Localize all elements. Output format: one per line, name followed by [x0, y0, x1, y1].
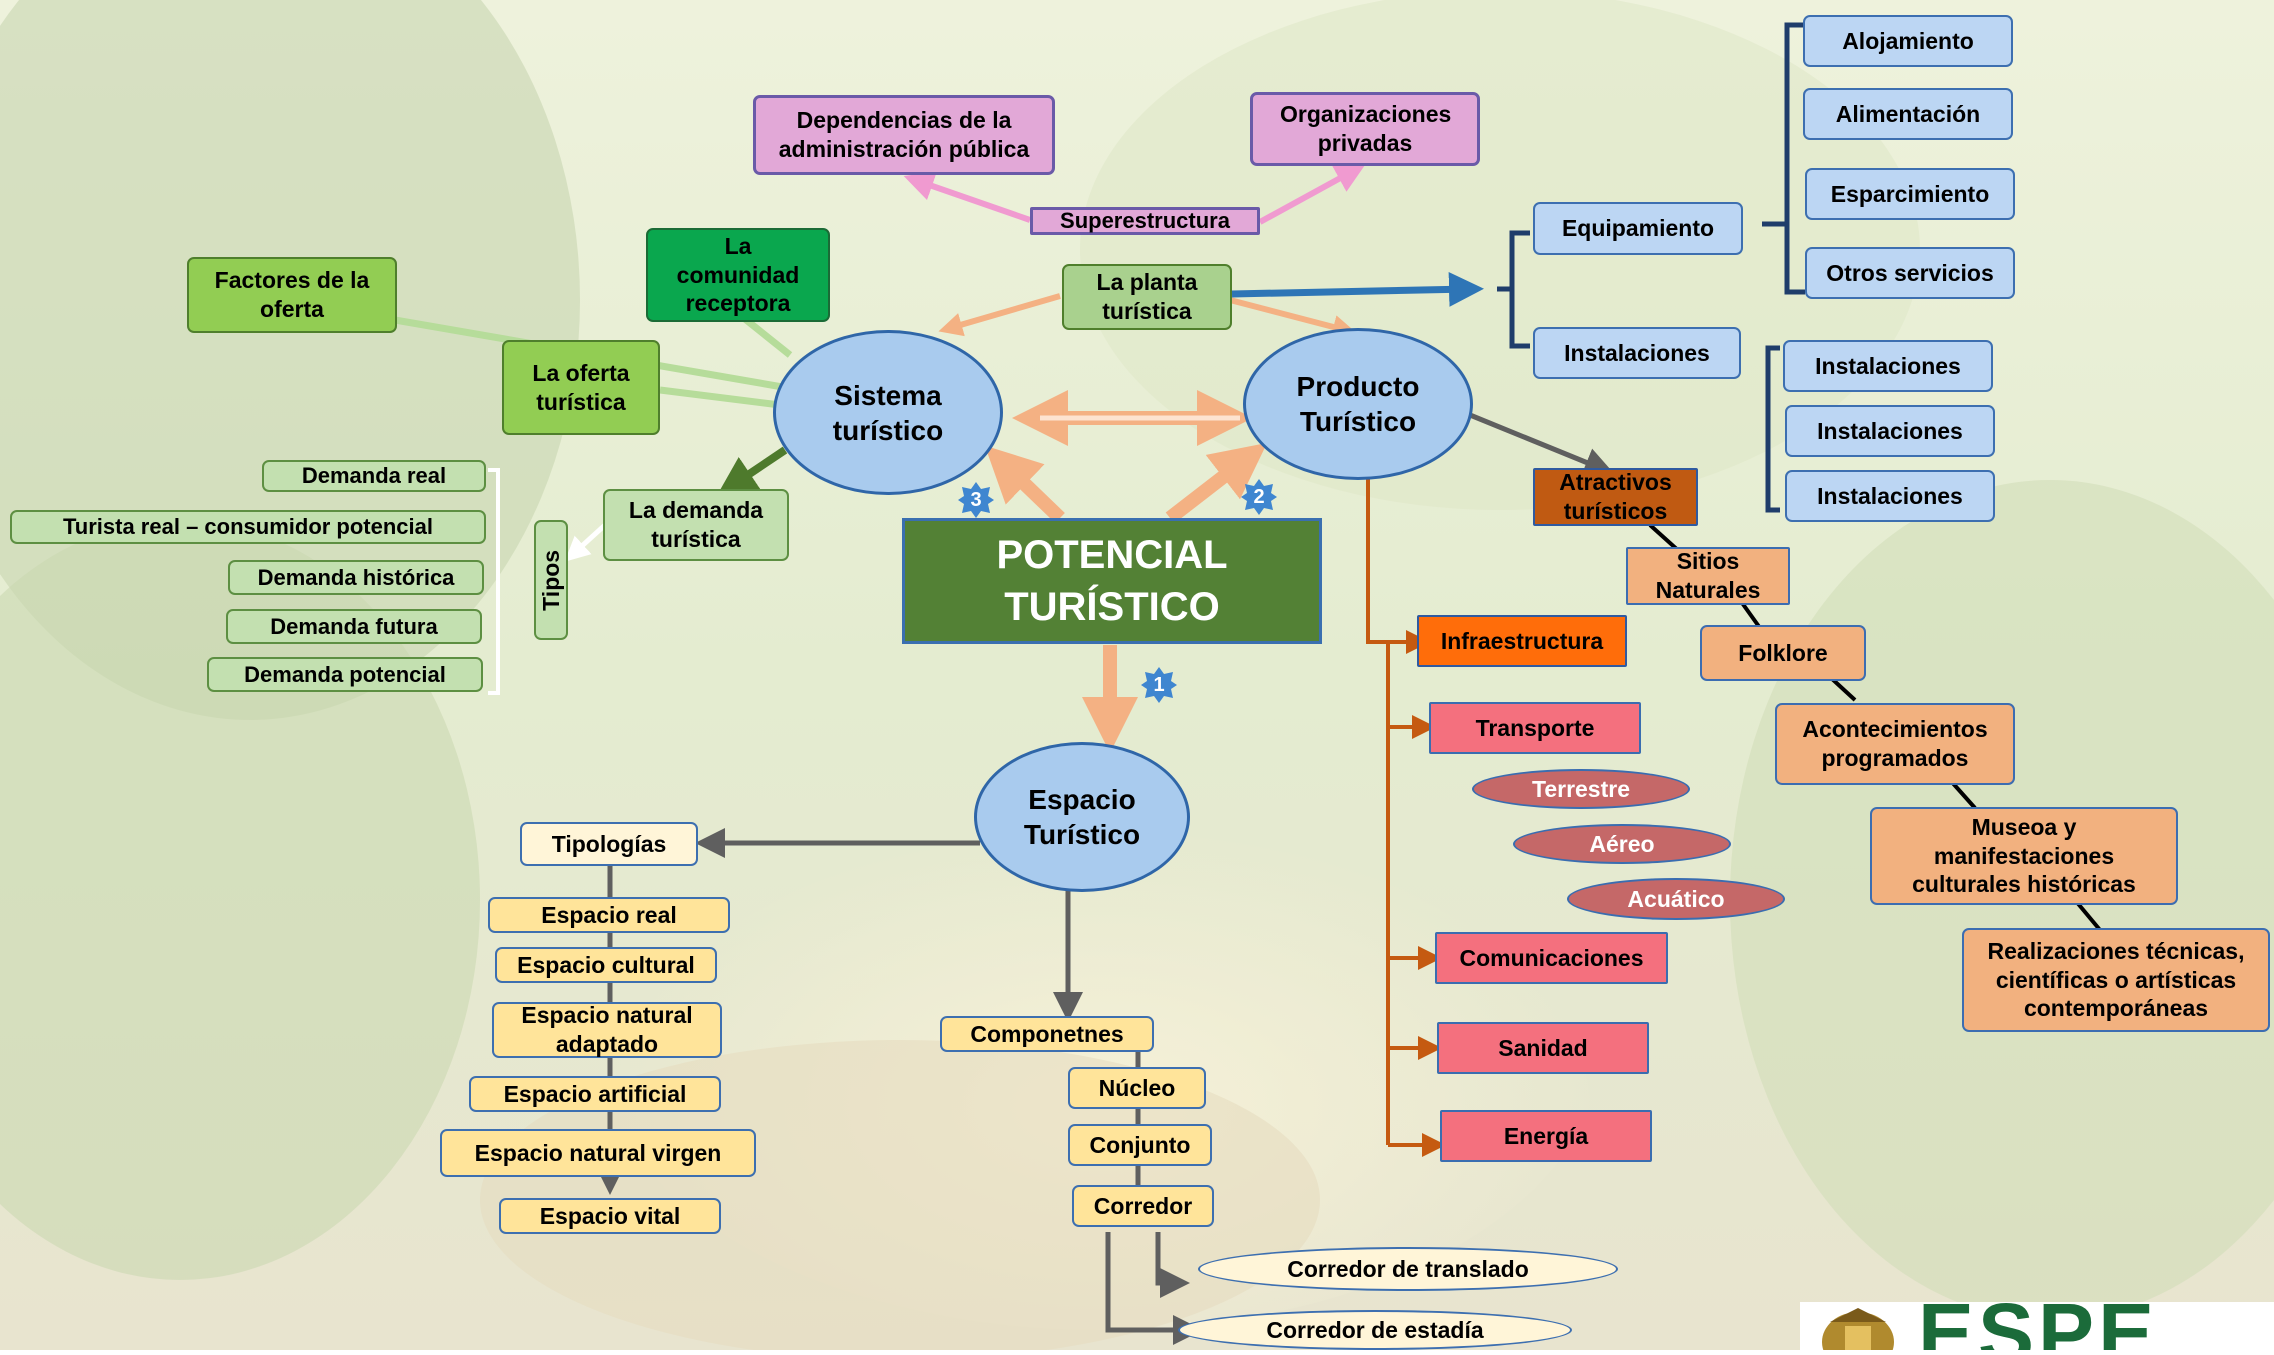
potencial-turistico-node: POTENCIAL TURÍSTICO	[902, 518, 1322, 644]
demanda-item: Demanda potencial	[207, 657, 483, 692]
tipologia-item: Espacio vital	[499, 1198, 721, 1234]
superestructura-node: Superestructura	[1030, 207, 1260, 235]
transporte-modo: Terrestre	[1472, 769, 1690, 809]
instalaciones-node: Instalaciones	[1533, 327, 1741, 379]
componentes-node: Componetnes	[940, 1016, 1154, 1052]
producto-turistico-node: Producto Turístico	[1243, 328, 1473, 480]
tipologia-item: Espacio natural virgen	[440, 1129, 756, 1177]
demanda-item: Turista real – consumidor potencial	[10, 510, 486, 544]
instalaciones-item: Instalaciones	[1785, 470, 1995, 522]
badge-3: 3	[957, 481, 995, 519]
demanda-item: Demanda futura	[226, 609, 482, 644]
corredor-item: Corredor de estadía	[1178, 1310, 1572, 1350]
tipologia-item: Espacio real	[488, 897, 730, 933]
tipologia-item: Espacio cultural	[495, 947, 717, 983]
planta-turistica-node: La planta turística	[1062, 264, 1232, 330]
sistema-turistico-node: Sistema turístico	[773, 330, 1003, 495]
transporte-modo: Aéreo	[1513, 824, 1731, 864]
transporte-modo: Acuático	[1567, 878, 1785, 920]
demanda-turistica-node: La demanda turística	[603, 489, 789, 561]
atractivo-item: Acontecimientos programados	[1775, 703, 2015, 785]
oferta-turistica-node: La oferta turística	[502, 340, 660, 435]
administracion-publica-node: Dependencias de la administración públic…	[753, 95, 1055, 175]
equipamiento-item: Otros servicios	[1805, 247, 2015, 299]
espe-logo: ESPE	[1800, 1286, 2274, 1355]
tipologias-node: Tipologías	[520, 822, 698, 866]
tipologia-item: Espacio natural adaptado	[492, 1002, 722, 1058]
badge-2: 2	[1240, 478, 1278, 516]
infraestructura-item: Energía	[1440, 1110, 1652, 1162]
componente-item: Corredor	[1072, 1185, 1214, 1227]
equipamiento-item: Esparcimiento	[1805, 168, 2015, 220]
infraestructura-item: Comunicaciones	[1435, 932, 1668, 984]
atractivos-turisticos-node: Atractivos turísticos	[1533, 468, 1698, 526]
equipamiento-item: Alojamiento	[1803, 15, 2013, 67]
atractivo-item: Museoa y manifestaciones culturales hist…	[1870, 807, 2178, 905]
badge-1: 1	[1140, 666, 1178, 704]
equipamiento-item: Alimentación	[1803, 88, 2013, 140]
tipologia-item: Espacio artificial	[469, 1076, 721, 1112]
componente-item: Conjunto	[1068, 1124, 1212, 1166]
infraestructura-item: Sanidad	[1437, 1022, 1649, 1074]
equipamiento-node: Equipamiento	[1533, 202, 1743, 255]
instalaciones-item: Instalaciones	[1785, 405, 1995, 457]
tipos-node: Tipos	[534, 520, 568, 640]
organizaciones-privadas-node: Organizaciones privadas	[1250, 92, 1480, 166]
atractivo-item: Realizaciones técnicas, científicas o ar…	[1962, 928, 2270, 1032]
corredor-item: Corredor de translado	[1198, 1247, 1618, 1291]
componente-item: Núcleo	[1068, 1067, 1206, 1109]
atractivo-item: Folklore	[1700, 625, 1866, 681]
transporte-node: Transporte	[1429, 702, 1641, 754]
factores-oferta-node: Factores de la oferta	[187, 257, 397, 333]
instalaciones-item: Instalaciones	[1783, 340, 1993, 392]
comunidad-receptora-node: La comunidad receptora	[646, 228, 830, 322]
atractivo-item: Sitios Naturales	[1626, 547, 1790, 605]
center-label: POTENCIAL TURÍSTICO	[996, 533, 1228, 629]
demanda-item: Demanda histórica	[228, 560, 484, 595]
espe-logo-graphic: ESPE	[1800, 1286, 2274, 1355]
infraestructura-node: Infraestructura	[1417, 615, 1627, 667]
demanda-item: Demanda real	[262, 460, 486, 492]
svg-text:ESPE: ESPE	[1918, 1302, 2158, 1350]
espacio-turistico-node: Espacio Turístico	[974, 742, 1190, 892]
